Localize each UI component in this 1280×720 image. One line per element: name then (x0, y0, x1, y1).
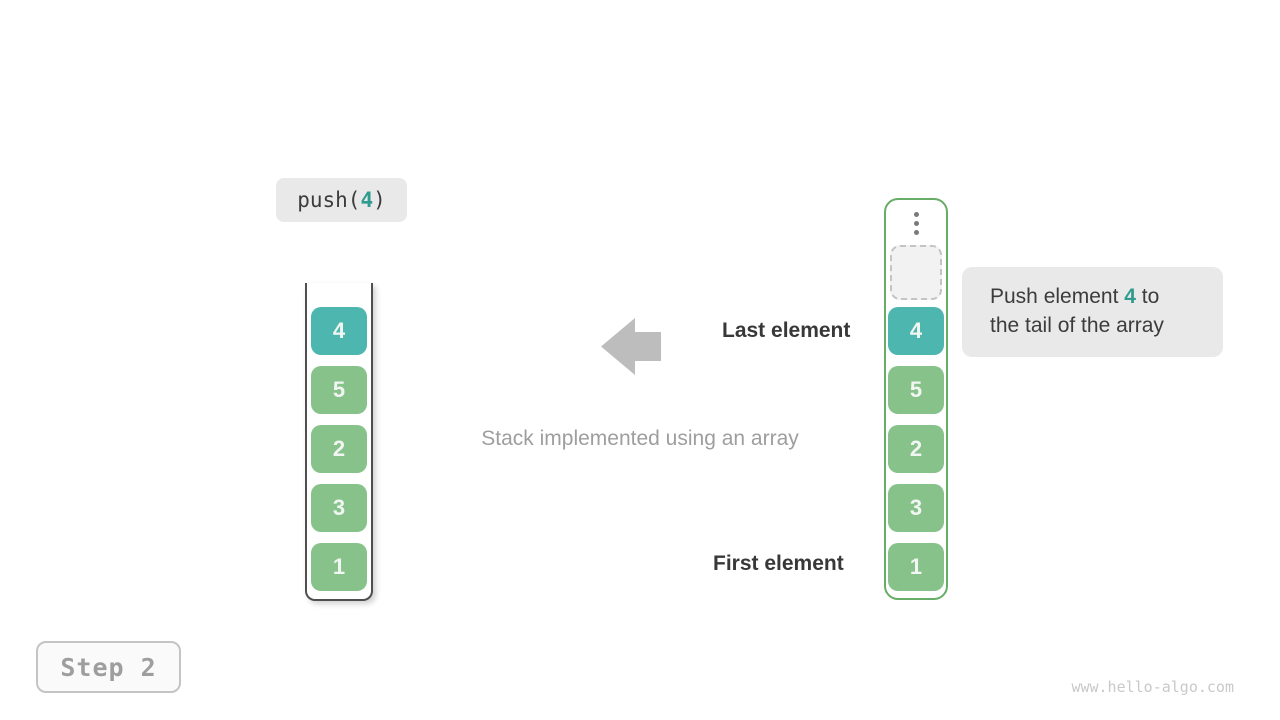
array-cell: 3 (888, 484, 944, 532)
push-argument: 4 (360, 188, 374, 212)
stack-cell: 5 (311, 366, 367, 414)
stack-top-cell: 4 (311, 307, 367, 355)
left-arrow-icon (601, 318, 661, 375)
push-operation-chip: push(4) (276, 178, 407, 222)
first-element-label: First element (713, 552, 844, 575)
array-tail-cell: 4 (888, 307, 944, 355)
callout-text: the tail of the array (990, 314, 1164, 337)
stack-cell: 1 (311, 543, 367, 591)
empty-tail-slot (890, 245, 942, 300)
step-label: Step 2 (60, 652, 157, 682)
stack-cell: 2 (311, 425, 367, 473)
callout-text: Push element (990, 285, 1125, 308)
array-cell: 1 (888, 543, 944, 591)
callout-highlight-value: 4 (1124, 285, 1136, 308)
watermark: www.hello-algo.com (1071, 678, 1234, 696)
last-element-label: Last element (722, 319, 851, 342)
callout-text: to (1135, 285, 1160, 308)
step-badge: Step 2 (36, 641, 181, 693)
push-prefix: push( (297, 188, 361, 212)
push-explanation-callout: Push element 4 to the tail of the array (962, 267, 1223, 357)
diagram-caption: Stack implemented using an array (481, 427, 799, 450)
stack-container: 4 5 2 3 1 (305, 283, 373, 601)
array-container: 4 5 2 3 1 (884, 198, 948, 600)
array-cell: 2 (888, 425, 944, 473)
stack-cell: 3 (311, 484, 367, 532)
array-cell: 5 (888, 366, 944, 414)
vertical-ellipsis-icon (913, 212, 919, 235)
push-suffix: ) (373, 188, 386, 212)
